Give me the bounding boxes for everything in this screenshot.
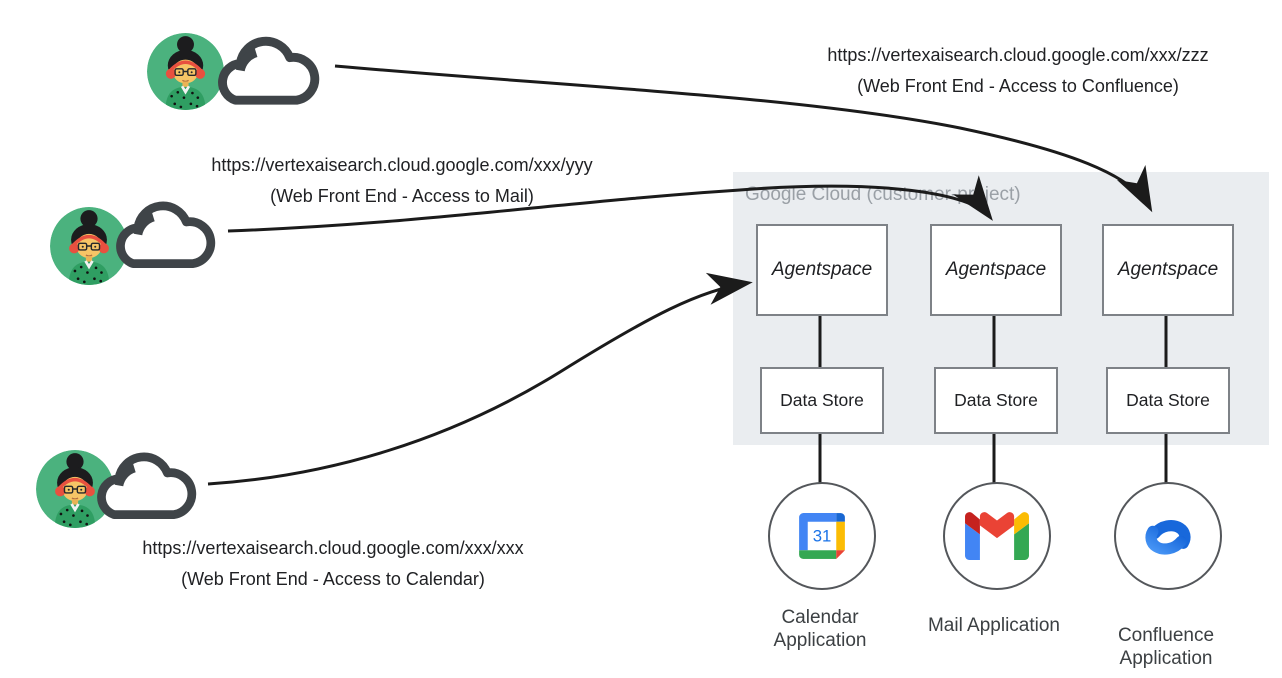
user-avatar [36,450,114,528]
datastore-label: Data Store [954,390,1038,410]
url-caption: (Web Front End - Access to Mail) [270,186,534,206]
cloud-icon [116,201,216,268]
url-block-mail: https://vertexaisearch.cloud.google.com/… [172,150,632,212]
url-block-confluence: https://vertexaisearch.cloud.google.com/… [788,40,1248,102]
datastore-box-calendar: Data Store [760,367,884,434]
agentspace-box-mail: Agentspace [930,224,1062,316]
user-avatar [50,207,128,285]
arrow-user1-to-agentspace3 [334,64,1153,213]
calendar-app-label: Calendar Application [773,607,867,651]
url-caption: (Web Front End - Access to Calendar) [181,569,485,589]
agentspace-label: Agentspace [771,259,873,280]
google-calendar-icon: 31 [799,513,845,559]
url-text: https://vertexaisearch.cloud.google.com/… [827,45,1209,65]
datastore-app-connectors [818,430,1168,483]
user-avatar [147,33,224,110]
datastore-box-confluence: Data Store [1106,367,1230,434]
agentspace-box-calendar: Agentspace [756,224,888,316]
agentspace-datastore-connectors [818,312,1168,367]
calendar-app-circle: 31 [768,482,876,590]
url-block-calendar: https://vertexaisearch.cloud.google.com/… [103,533,563,595]
datastore-box-mail: Data Store [934,367,1058,434]
cloud-icon [97,452,197,519]
arrow-user2-to-agentspace2 [227,175,993,233]
confluence-icon [1145,520,1191,555]
calendar-day-number: 31 [813,527,832,546]
agentspace-box-confluence: Agentspace [1102,224,1234,316]
datastore-label: Data Store [780,390,864,410]
cloud-icon [218,36,320,105]
confluence-app-label: Confluence Application [1117,625,1215,669]
gmail-icon [965,512,1029,560]
url-text: https://vertexaisearch.cloud.google.com/… [142,538,524,558]
datastore-label: Data Store [1126,390,1210,410]
mail-app-label: Mail Application [927,615,1061,636]
url-caption: (Web Front End - Access to Confluence) [857,76,1179,96]
google-cloud-container-label: Google Cloud (customer-project) [745,184,1021,205]
agentspace-label: Agentspace [945,259,1047,280]
mail-app-circle [943,482,1051,590]
url-text: https://vertexaisearch.cloud.google.com/… [211,155,593,175]
agentspace-label: Agentspace [1117,259,1219,280]
arrow-user3-to-agentspace1 [207,272,753,486]
confluence-app-circle [1114,482,1222,590]
